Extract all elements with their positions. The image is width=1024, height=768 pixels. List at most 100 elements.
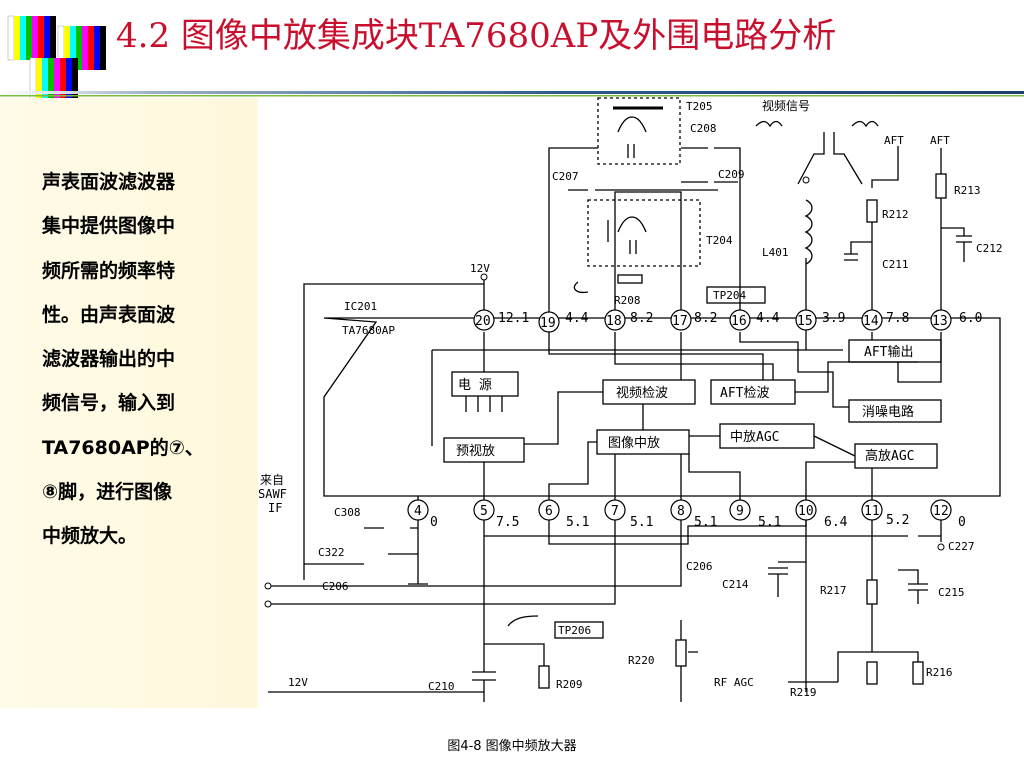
r208-label: R208 [614,294,641,307]
color-bar-block-3 [29,57,78,103]
pin-5-volt: 7.5 [496,515,519,530]
pin-8-number: 8 [677,504,685,519]
if-agc-label: 中放AGC [730,430,779,445]
side-text-line: 性。由声表面波 [42,303,176,326]
side-text-line: 声表面波滤波器 [42,171,176,193]
pin-9-number: 9 [736,504,744,519]
v12-bottom-label: 12V [288,676,308,689]
pin-17-volt: 8.2 [694,311,717,326]
l401-label: L401 [762,246,789,259]
pin-18-number: 18 [606,314,622,329]
if-amp-label: 图像中放 [608,436,660,451]
pin-6-number: 6 [545,504,553,519]
side-text-line: 滤波器输出的中 [42,348,176,371]
side-description: 声表面波滤波器 集中提供图像中 频所需的频率特 性。由声表面波 滤波器输出的中 … [42,160,232,559]
v12-top-label: 12V [470,262,490,275]
c207-label: C207 [552,170,579,183]
power-block [451,371,519,397]
pin-17-number: 17 [672,314,688,329]
pin-20-number: 20 [475,314,491,329]
pin-15-number: 15 [797,314,813,329]
pin-8-volt: 5.1 [694,515,717,530]
pin-16-number: 16 [731,314,747,329]
rf-agc-label: RF AGC [714,676,754,689]
noise-cancel-label: 消噪电路 [862,404,914,420]
t204-label: T204 [706,234,733,247]
aft-detect-label: AFT检波 [720,386,769,401]
title-rule [0,91,1024,97]
pin-12-number: 12 [933,504,949,519]
pin-4-number: 4 [414,504,422,519]
c227-label: C227 [948,540,975,553]
c209-label: C209 [718,168,745,181]
pin-5-number: 5 [480,504,488,519]
noise-cancel-block [848,399,942,423]
pin-6-volt: 5.1 [566,515,589,530]
pin-9-volt: 5.1 [758,515,781,530]
color-bar-logo [7,15,106,103]
saw-if-label-2: SAWF [258,487,287,501]
aft-out-label: AFT输出 [864,344,913,360]
side-text-line: ⑧脚，进行图像 [42,481,173,504]
side-panel [0,98,258,708]
figure-caption: 图4-8 图像中频放大器 [447,739,577,754]
r219-label: R219 [790,686,817,699]
c206a-label: C206 [322,580,349,593]
video-signal-label: 视频信号 [762,98,810,113]
c214-label: C214 [722,578,749,591]
c215-label: C215 [938,586,965,599]
pin-10-number: 10 [798,504,814,519]
side-text-line: 集中提供图像中 [42,215,176,238]
ic-outline [323,317,1001,497]
pin-7-number: 7 [611,504,619,519]
pin-7-volt: 5.1 [630,515,653,530]
pin-20-volt: 12.1 [498,311,529,326]
circuit-diagram: 20 12.1 19 4.4 18 8.2 17 8.2 16 4.4 15 3… [258,97,1003,702]
pin-4-volt: 0 [430,515,438,530]
saw-if-label-3: IF [268,501,282,515]
side-text-line: TA7680AP的⑦、 [42,436,204,459]
r216-label: R216 [926,666,953,679]
hf-agc-label: 高放AGC [865,448,914,464]
tp204-label: TP204 [713,289,746,302]
side-text-line: 中频放大。 [42,525,138,548]
ic-name: IC201 [344,300,377,313]
r217-label: R217 [820,584,847,597]
video-detect-label: 视频检波 [616,386,668,401]
power-block-label: 电 源 [458,378,492,393]
c212-label: C212 [976,242,1003,255]
bottom-pin-circles [407,499,952,521]
slide-title: 4.2 图像中放集成块TA7680AP及外围电路分析 [116,16,837,56]
c208-label: C208 [690,122,717,135]
color-bar-block-2 [57,25,106,71]
aft-label-1: AFT [884,134,904,147]
pin-12-volt: 0 [958,515,966,530]
tp206-label: TP206 [558,624,591,637]
r220-label: R220 [628,654,655,667]
pin-14-number: 14 [863,314,879,329]
top-pin-circles [473,309,952,333]
t205-label: T205 [686,100,713,113]
r212-label: R212 [882,208,909,221]
side-text-line: 频信号，输入到 [42,392,176,415]
ic-part: TA7680AP [342,324,395,337]
c308-label: C308 [334,506,361,519]
pin-13-volt: 6.0 [959,311,982,326]
pin-16-volt: 4.4 [756,311,780,326]
r209-label: R209 [556,678,583,691]
pin-15-volt: 3.9 [822,311,845,326]
pre-video-amp-label: 预视放 [456,444,495,459]
pin-14-volt: 7.8 [886,311,909,326]
pin-19-volt: 4.4 [565,311,589,326]
c211-label: C211 [882,258,909,271]
c206b-label: C206 [686,560,713,573]
side-text-line: 频所需的频率特 [42,259,176,282]
aft-label-2: AFT [930,134,950,147]
pin-18-volt: 8.2 [630,311,653,326]
c322-label: C322 [318,546,345,559]
r213-label: R213 [954,184,981,197]
saw-if-label-1: 来自 [260,473,284,487]
pin-13-number: 13 [932,314,948,329]
color-bar-block-1 [7,15,56,61]
pin-11-volt: 5.2 [886,513,909,528]
